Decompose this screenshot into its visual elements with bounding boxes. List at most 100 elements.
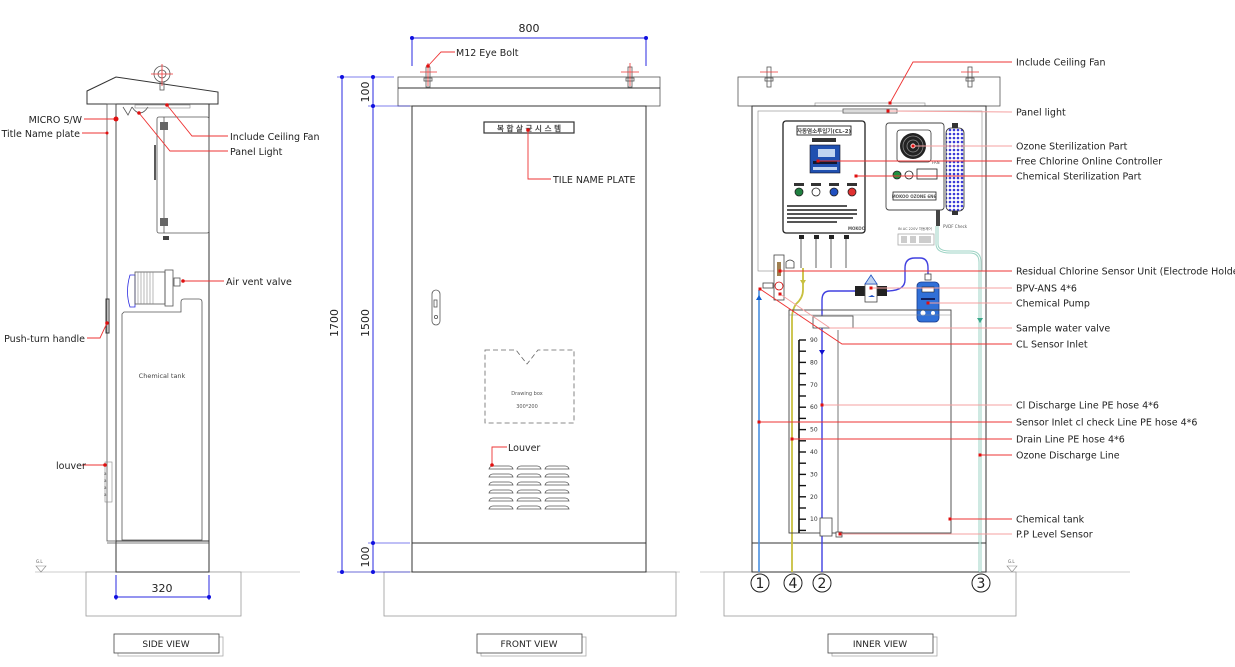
callout-eye-bolt: M12 Eye Bolt: [426, 48, 519, 68]
louver-slot: [516, 505, 542, 510]
svg-text:Panel Light: Panel Light: [230, 147, 283, 158]
svg-text:3: 3: [977, 576, 986, 592]
svg-text:Drawing box: Drawing box: [511, 391, 542, 397]
louver-slot: [488, 497, 514, 502]
svg-text:1: 1: [756, 576, 765, 592]
name-plate: [483, 121, 575, 134]
side-view-title: SIDE VIEW: [113, 633, 224, 657]
svg-text:320: 320: [152, 582, 173, 595]
callout-residual-chlorine-sensor-unit-electrode-holder: Residual Chlorine Sensor Unit (Electrode…: [778, 267, 1235, 278]
port-number-4: 4: [783, 573, 803, 593]
callout-air-vent: Air vent valve: [181, 277, 292, 288]
callout-louver: Louver: [490, 443, 540, 467]
callout-panel-light: Panel Light: [137, 111, 283, 158]
svg-text:100: 100: [359, 82, 372, 103]
svg-text:M12 Eye Bolt: M12 Eye Bolt: [456, 48, 519, 59]
louver-slot: [516, 465, 542, 470]
push-turn-handle[interactable]: [105, 298, 110, 334]
louver-slot: [544, 489, 570, 494]
svg-text:자동염소투입기(CL-2): 자동염소투입기(CL-2): [797, 127, 852, 135]
scale-tick-label: 10: [810, 516, 818, 523]
louver-slot: [516, 481, 542, 486]
scale-tick-label: 90: [810, 337, 818, 344]
svg-text:Sample water valve: Sample water valve: [1016, 324, 1110, 335]
eye-bolt-icon: [760, 66, 778, 88]
svg-text:1700: 1700: [328, 309, 341, 337]
callout-chemical-sterilization-part: Chemical Sterilization Part: [854, 172, 1142, 183]
svg-text:Free Chlorine Online Controlle: Free Chlorine Online Controller: [1016, 157, 1162, 168]
ground-marker: G.L: [1006, 559, 1018, 573]
svg-text:a: a: [104, 478, 107, 483]
callout-cl-sensor-inlet: CL Sensor Inlet: [758, 287, 1088, 351]
callout-ozone-discharge-line: Ozone Discharge Line: [978, 451, 1120, 462]
callout-name-plate: TILE NAME PLATE: [526, 128, 636, 186]
panel-box: [156, 116, 210, 234]
callout-cl-discharge-line-pe-hose-4-6: Cl Discharge Line PE hose 4*6: [820, 401, 1159, 412]
louver-slot: [516, 473, 542, 478]
scale-tick-label: 40: [810, 449, 818, 456]
louver-slot: [544, 473, 570, 478]
svg-text:a: a: [104, 492, 107, 497]
port-number-3: 3: [971, 573, 991, 593]
louver-grille: [488, 465, 570, 510]
top-cap: [737, 76, 1001, 107]
drawing-box: [484, 349, 575, 424]
callout-micro-sw: MICRO S/W: [29, 115, 119, 126]
callout-include-ceiling-fan: Include Ceiling Fan: [888, 58, 1106, 105]
top-cap: [397, 76, 661, 107]
callout-handle: Push-turn handle: [4, 321, 109, 345]
chemical-tank: [788, 309, 952, 538]
svg-text:MOKOO OZONE 6N6: MOKOO OZONE 6N6: [892, 194, 937, 199]
callout-chemical-pump: Chemical Pump: [926, 299, 1090, 310]
callout-ceiling-fan: Include Ceiling Fan: [165, 103, 320, 143]
svg-text:Drain Line PE hose 4*6: Drain Line PE hose 4*6: [1016, 435, 1125, 446]
svg-text:300*200: 300*200: [516, 404, 538, 410]
louver-slot: [516, 489, 542, 494]
door-handle[interactable]: [431, 289, 441, 326]
scale-tick-label: 20: [810, 494, 818, 501]
ground-marker: G.L: [35, 559, 47, 573]
svg-text:Residual Chlorine Sensor Unit: Residual Chlorine Sensor Unit (Electrode…: [1016, 267, 1235, 278]
svg-text:BPV-ANS 4*6: BPV-ANS 4*6: [1016, 284, 1077, 295]
svg-text:louver: louver: [56, 461, 86, 472]
svg-text:CL Sensor Inlet: CL Sensor Inlet: [1016, 340, 1088, 351]
svg-text:Cl Discharge Line PE hose 4*6: Cl Discharge Line PE hose 4*6: [1016, 401, 1159, 412]
cabinet-inner: [751, 105, 987, 573]
scale-tick-label: 60: [810, 404, 818, 411]
svg-text:IN AC 220V 차동제어: IN AC 220V 차동제어: [898, 226, 932, 231]
svg-text:INNER VIEW: INNER VIEW: [853, 640, 907, 650]
residual-chlorine-sensor-unit: [762, 254, 795, 301]
scale-tick-label: 70: [810, 382, 818, 389]
svg-text:Chemical Pump: Chemical Pump: [1016, 299, 1090, 310]
svg-text:Include Ceiling Fan: Include Ceiling Fan: [230, 132, 320, 143]
svg-text:Panel light: Panel light: [1016, 108, 1066, 119]
svg-text:G.L: G.L: [36, 559, 43, 564]
drain-line: [791, 268, 804, 572]
svg-text:Louver: Louver: [508, 443, 540, 454]
chemical-pump-side: [127, 269, 181, 308]
svg-text:P.P Level Sensor: P.P Level Sensor: [1016, 530, 1093, 541]
eye-bolt-icon: [151, 64, 173, 91]
svg-text:G.L: G.L: [1008, 559, 1015, 564]
callout-title-plate: Title Name plate: [1, 129, 109, 140]
svg-text:TILE NAME PLATE: TILE NAME PLATE: [552, 175, 636, 186]
scale-tick-label: 30: [810, 471, 818, 478]
roof: [86, 76, 219, 105]
inner-view-title: INNER VIEW: [827, 633, 938, 657]
svg-text:Air vent valve: Air vent valve: [226, 277, 292, 288]
scale-tick-label: 50: [810, 427, 818, 434]
louver-slot: [516, 497, 542, 502]
side-view: G.L: [1, 64, 320, 657]
eye-bolt-icon: [961, 66, 979, 88]
louver-slot: [544, 497, 570, 502]
louver-side: [104, 461, 113, 503]
svg-text:Chemical tank: Chemical tank: [139, 372, 186, 380]
front-view: 복 합 살 균 시 스 템 Drawing box 300*200 800 10…: [328, 22, 680, 657]
svg-text:a: a: [104, 485, 107, 490]
svg-text:800: 800: [519, 22, 540, 35]
svg-text:MOKOO: MOKOO: [848, 226, 866, 231]
cl-discharge-line: [821, 290, 855, 572]
svg-text:a: a: [104, 471, 107, 476]
